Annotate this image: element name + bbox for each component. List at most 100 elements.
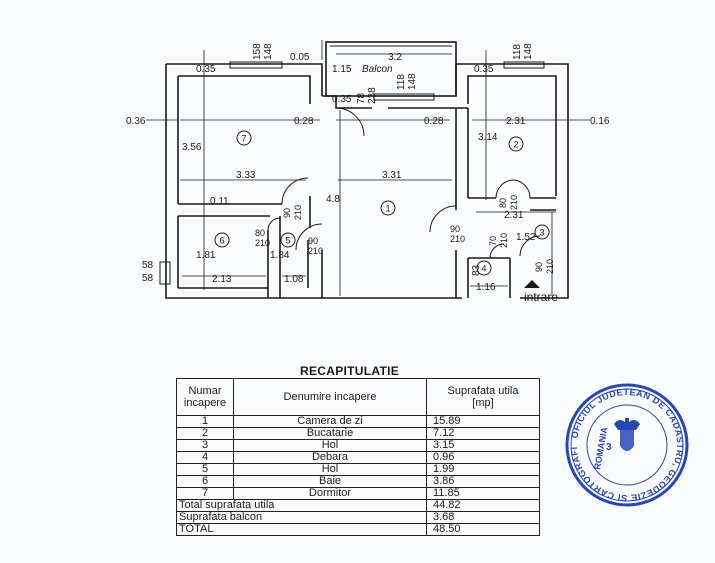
total-value: 48.50 [426, 523, 540, 536]
dim-1-08: 1.08 [284, 274, 304, 285]
room-area: 0.96 [426, 451, 540, 464]
door-90-210-b-width: 90 [308, 236, 318, 246]
room-3-number: 3 [539, 228, 544, 238]
room-area: 15.89 [426, 415, 540, 428]
total-label: Total suprafata utila [176, 499, 427, 512]
dim-58-top: 58 [142, 260, 154, 271]
dim-83: 83 [471, 264, 482, 276]
dim-0-36: 0.36 [126, 116, 146, 127]
room-number: 7 [176, 487, 234, 500]
room-2-number: 2 [513, 140, 518, 150]
room-name: Hol [233, 463, 427, 476]
outer-wall-top-left [166, 63, 323, 96]
window-118-b: 118 [396, 74, 407, 90]
dim-0-16: 0.16 [590, 116, 610, 127]
room-area: 1.99 [426, 463, 540, 476]
door-90-210-d-height: 210 [545, 259, 555, 274]
room-name: Baie [233, 475, 427, 488]
room-name: Camera de zi [233, 415, 427, 428]
door-90-210-c-width: 90 [450, 224, 460, 234]
window-148-a: 148 [263, 43, 274, 60]
entrance-label: intrare [524, 290, 558, 304]
dim-0-28-left: 0.28 [294, 116, 314, 127]
room-6-number: 6 [219, 236, 224, 246]
room-number: 3 [176, 439, 234, 452]
total-label: Suprafata balcon [176, 511, 427, 524]
header-area: Suprafata utila [mp] [426, 378, 540, 416]
dim-4-8: 4.8 [326, 194, 340, 205]
window-238: 238 [367, 87, 378, 104]
room-7-number: 7 [241, 134, 246, 144]
window-78: 78 [356, 92, 367, 104]
room-1-number: 1 [385, 204, 390, 214]
window-158: 158 [252, 43, 263, 60]
room-number: 2 [176, 427, 234, 440]
total-label: TOTAL [176, 523, 427, 536]
recapitulation-table: Numar incapere Denumire incapere Suprafa… [176, 378, 540, 536]
room-name: Bucatarie [233, 427, 427, 440]
dim-0-35-left: 0.35 [196, 64, 216, 75]
door-70-210-width: 70 [488, 236, 498, 246]
dim-3-14: 3.14 [478, 132, 498, 143]
table-title: RECAPITULATIE [300, 364, 400, 378]
room-area: 7.12 [426, 427, 540, 440]
dim-2-31-bottom: 2.31 [504, 210, 524, 221]
dim-1-81: 1.81 [196, 250, 216, 261]
room-area: 11.85 [426, 487, 540, 500]
door-90-210-a-height: 210 [293, 205, 303, 220]
room-5-number: 5 [285, 236, 290, 246]
room-name: Dormitor [233, 487, 427, 500]
dim-0-05: 0.05 [290, 52, 310, 63]
dim-0-35-right: 0.35 [474, 64, 494, 75]
door-70-210-height: 210 [499, 233, 509, 248]
door-80-210-a-width: 80 [255, 228, 265, 238]
room-number: 1 [176, 415, 234, 428]
room-4-number: 4 [481, 264, 486, 274]
dim-0-11: 0.11 [210, 196, 229, 207]
room-number: 5 [176, 463, 234, 476]
dim-0-35-center: 0.35 [332, 94, 352, 105]
dim-1-15: 1.15 [332, 64, 352, 75]
dim-3-56: 3.56 [182, 142, 202, 153]
dim-1-52: 1.52 [516, 232, 536, 243]
room-name: Hol [233, 439, 427, 452]
header-name: Denumire incapere [233, 378, 427, 416]
inner-wall-top-left [178, 75, 311, 104]
entrance-arrow [524, 280, 540, 288]
room-number: 6 [176, 475, 234, 488]
door-80-210-a-height: 210 [255, 238, 270, 248]
window-118-a: 118 [512, 44, 523, 60]
dim-3-33: 3.33 [236, 170, 256, 181]
room-area: 3.15 [426, 439, 540, 452]
outer-wall-left [165, 64, 322, 299]
door-90-210-b-height: 210 [308, 246, 323, 256]
inner-wall-right [467, 75, 557, 196]
window-148-c: 148 [407, 73, 418, 90]
dim-58-bottom: 58 [142, 273, 154, 284]
door-80-210-b-width: 80 [498, 198, 508, 208]
coat-of-arms-icon [614, 418, 640, 451]
dim-1-16: 1.16 [476, 282, 496, 293]
dim-3-31: 3.31 [382, 170, 402, 181]
door-80-210-b-height: 210 [509, 195, 519, 210]
total-value: 3.68 [426, 511, 540, 524]
total-value: 44.82 [426, 499, 540, 512]
dim-1-84: 1.84 [270, 250, 290, 261]
balcony-label: Balcon [362, 64, 393, 75]
room-number: 4 [176, 451, 234, 464]
window-148-b: 148 [523, 43, 534, 60]
door-90-210-a-width: 90 [282, 208, 292, 218]
room-name: Debara [233, 451, 427, 464]
door-90-210-d-width: 90 [534, 262, 544, 272]
room-area: 3.86 [426, 475, 540, 488]
